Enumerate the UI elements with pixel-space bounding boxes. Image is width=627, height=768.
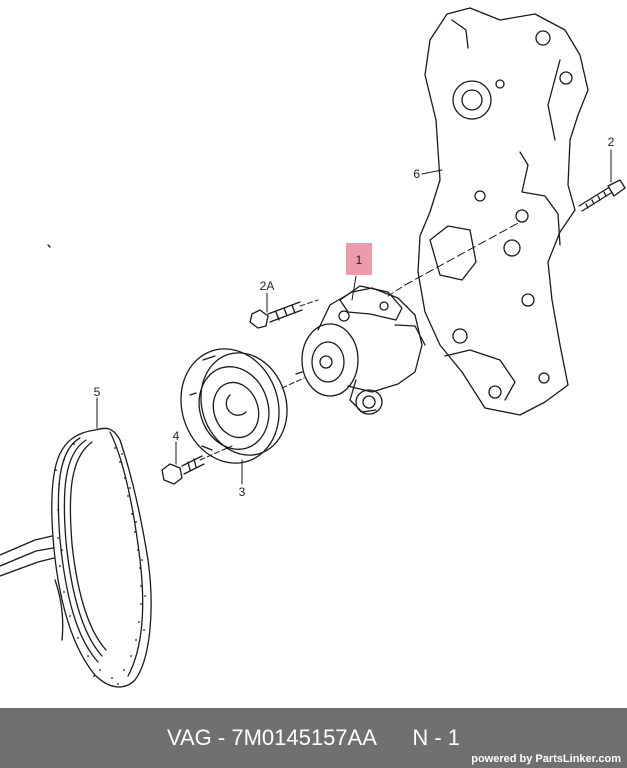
powered-by-link[interactable]: powered by PartsLinker.com bbox=[471, 753, 621, 765]
callout-3: 3 bbox=[239, 485, 246, 499]
bolt-part-2 bbox=[578, 179, 626, 212]
footer-bar: VAG - 7M0145157AA N - 1 powered by Parts… bbox=[0, 708, 627, 768]
callout-1: 1 bbox=[356, 253, 363, 267]
belt-texture bbox=[55, 443, 146, 685]
callout-2: 2 bbox=[608, 135, 615, 149]
bolt-part-2a bbox=[249, 301, 303, 329]
callout-1-highlight bbox=[346, 243, 372, 275]
callout-6: 6 bbox=[413, 167, 420, 181]
pump-part-1 bbox=[295, 285, 426, 415]
callout-5: 5 bbox=[94, 385, 101, 399]
leader-lines bbox=[96, 149, 612, 485]
parts-diagram: 1 2 2A 3 4 5 6 bbox=[0, 7, 626, 688]
callout-4: 4 bbox=[173, 429, 180, 443]
bracket-part-6 bbox=[417, 7, 589, 416]
callout-2a: 2A bbox=[260, 279, 275, 293]
bolt-part-4 bbox=[161, 455, 205, 485]
part-number-label: VAG - 7M0145157AA N - 1 bbox=[166, 725, 461, 750]
pulley-part-3 bbox=[180, 348, 288, 464]
belt-part-5 bbox=[0, 244, 152, 688]
